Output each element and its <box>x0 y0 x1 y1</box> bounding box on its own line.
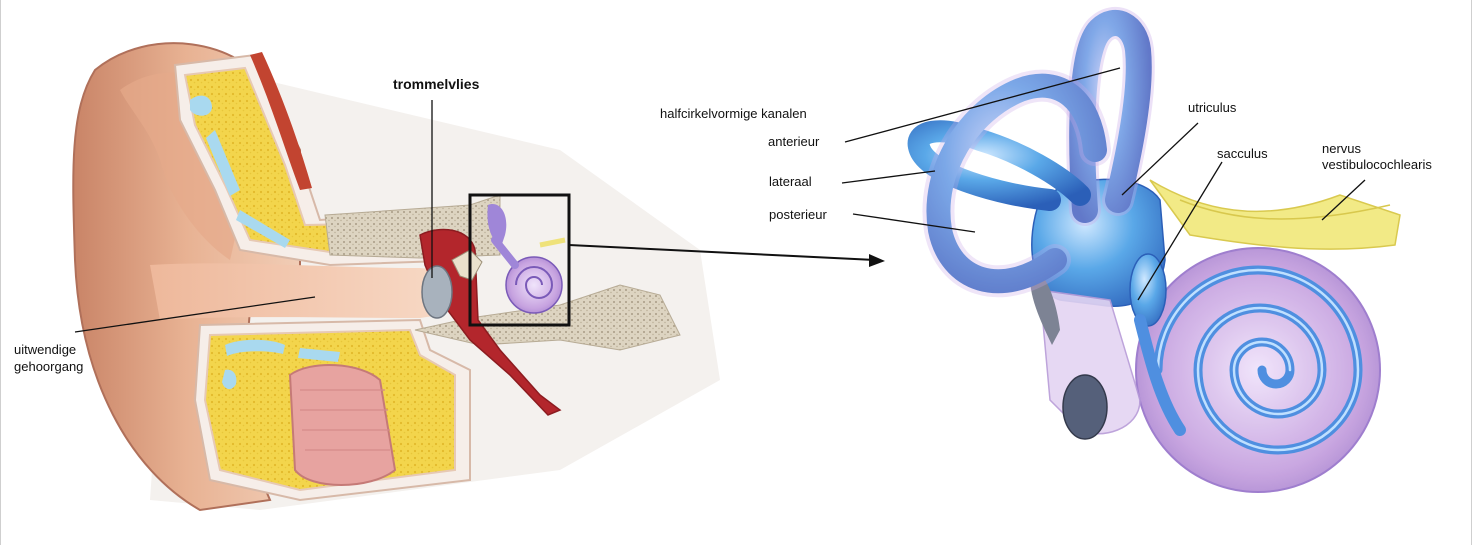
inner-ear-labyrinth <box>919 23 1400 492</box>
label-trommelvlies: trommelvlies <box>393 76 479 92</box>
parotid-gland <box>290 365 395 485</box>
label-sacculus: sacculus <box>1217 146 1268 162</box>
ear-canal <box>150 263 440 320</box>
leader-lateraal <box>842 171 935 183</box>
label-lateraal: lateraal <box>769 174 812 190</box>
label-uitwendige-line2: gehoorgang <box>14 359 83 375</box>
label-anterieur: anterieur <box>768 134 819 150</box>
label-uitwendige-line1: uitwendige <box>14 342 76 358</box>
label-nervus-line1: nervus <box>1322 141 1361 157</box>
label-posterieur: posterieur <box>769 207 827 223</box>
outer-ear-section <box>73 43 720 510</box>
saccule <box>1130 254 1166 326</box>
round-window <box>1063 375 1107 439</box>
leader-posterieur <box>853 214 975 232</box>
label-utriculus: utriculus <box>1188 100 1236 116</box>
label-halfcirkel: halfcirkelvormige kanalen <box>660 106 807 122</box>
label-nervus-line2: vestibulocochlearis <box>1322 157 1432 173</box>
nerve-bundle <box>1150 180 1400 249</box>
eardrum <box>422 266 452 318</box>
